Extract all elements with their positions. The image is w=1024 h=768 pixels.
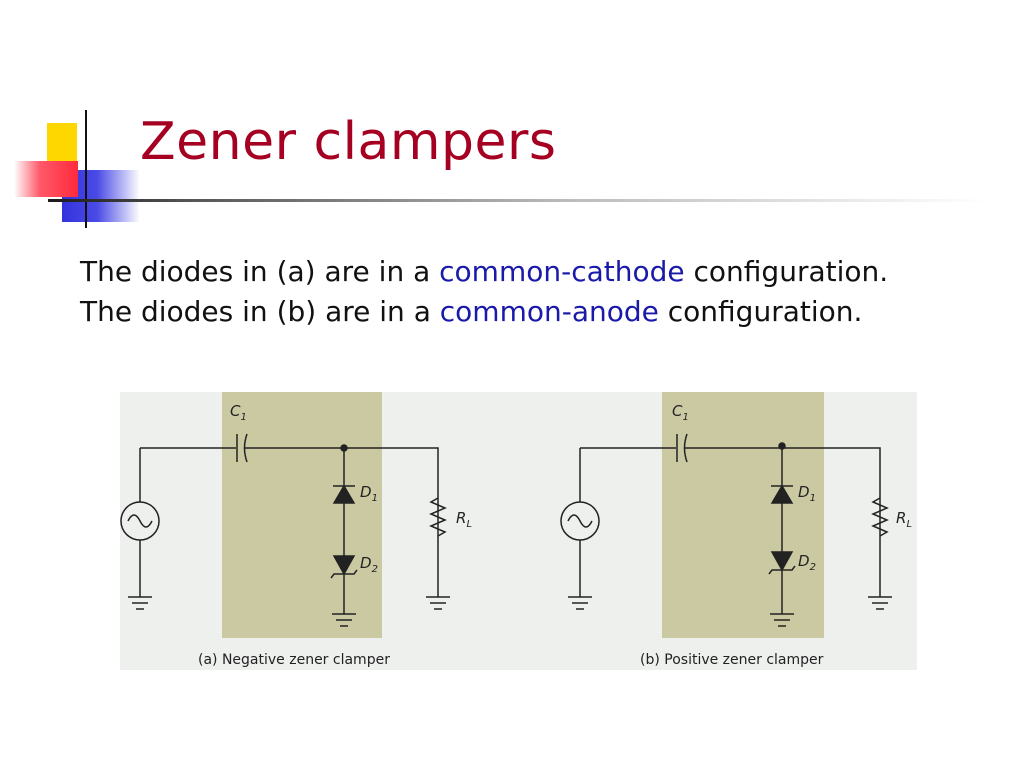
- body-line-1-tail: configuration.: [684, 255, 889, 288]
- title-ornament-red: [14, 161, 78, 197]
- circuit-b-shaded-region: [662, 392, 824, 638]
- body-line-2-text: The diodes in (b) are in a: [80, 295, 440, 328]
- slide-title: Zener clampers: [140, 112, 557, 172]
- circuit-b-ground-source: [568, 596, 592, 610]
- circuit-b-sine-icon: [567, 514, 593, 528]
- circuit-b-capacitor-plate-2: [683, 433, 688, 463]
- circuit-a-capacitor-plate-2: [243, 433, 248, 463]
- circuit-a-ground-diode: [332, 613, 356, 627]
- circuit-a-ground-source: [128, 596, 152, 610]
- body-line-1-text: The diodes in (a) are in a: [80, 255, 440, 288]
- circuit-a-caption: (a) Negative zener clamper: [198, 652, 390, 668]
- circuit-b-ground-diode: [770, 613, 794, 627]
- zener-clamper-figure: C1 D1 D2 RL (a) Negative zener clamper C…: [120, 392, 917, 670]
- circuit-b: [560, 392, 892, 638]
- body-line-1: The diodes in (a) are in a common-cathod…: [80, 252, 888, 292]
- circuit-a-resistor: [429, 497, 447, 537]
- circuit-a-d1-diode: [332, 484, 356, 504]
- circuit-a-ground-load: [426, 596, 450, 610]
- circuit-b-d2-bar: [768, 565, 796, 575]
- body-line-1-highlight: common-cathode: [439, 255, 685, 288]
- circuit-a-top-wire: [140, 447, 439, 597]
- circuit-b-d2-zener: [770, 551, 794, 572]
- circuit-b-resistor: [871, 497, 889, 537]
- circuit-b-caption: (b) Positive zener clamper: [640, 652, 824, 668]
- slide-body: The diodes in (a) are in a common-cathod…: [80, 252, 888, 332]
- circuit-b-ground-load: [868, 596, 892, 610]
- body-line-2-highlight: common-anode: [439, 295, 659, 328]
- circuit-a: [120, 392, 450, 638]
- circuit-a-d2-zener: [332, 555, 356, 576]
- circuit-a-sine-icon: [127, 514, 153, 528]
- circuit-b-d1-diode: [770, 484, 794, 504]
- title-underline: [48, 199, 988, 202]
- body-line-2-tail: configuration.: [658, 295, 863, 328]
- circuit-a-d2-bar: [330, 569, 358, 579]
- circuit-b-top-wire: [580, 447, 881, 597]
- circuit-a-shaded-region: [222, 392, 382, 638]
- title-ornament-vertical-line: [85, 110, 87, 228]
- body-line-2: The diodes in (b) are in a common-anode …: [80, 292, 888, 332]
